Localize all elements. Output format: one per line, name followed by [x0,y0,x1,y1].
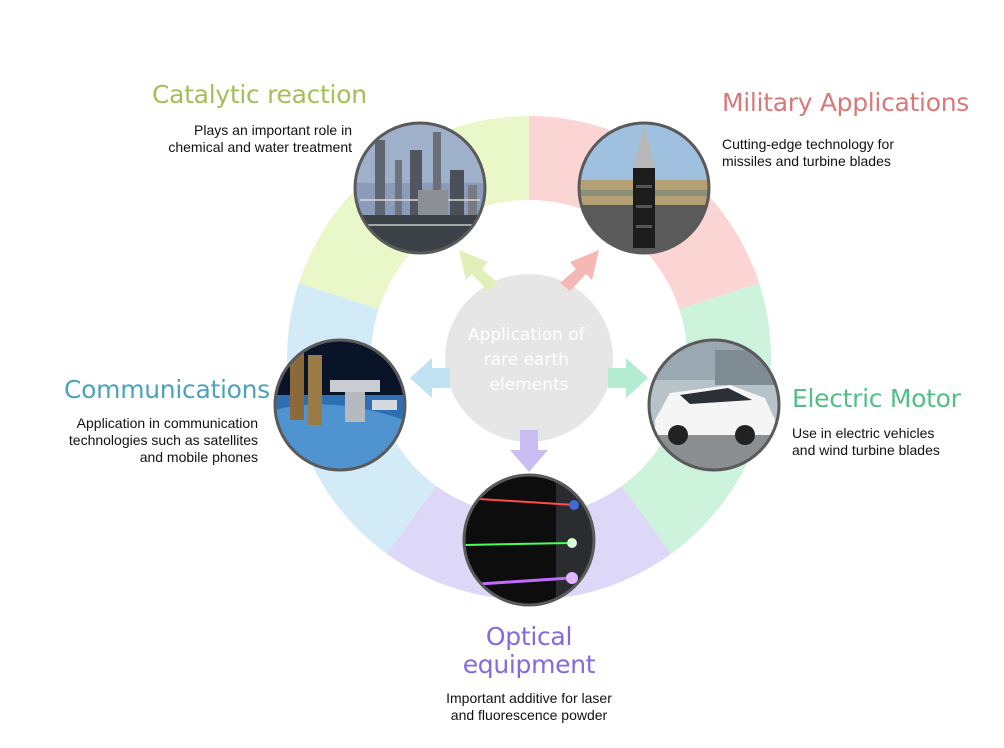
laser-photo [462,473,596,607]
optical-description: Important additive for laser and fluores… [409,690,649,724]
center-label: Application of rare earth elements [468,325,590,395]
communications-title: Communications [64,375,270,404]
communications-description-line-1: Application in communication [76,415,258,431]
arrow-right-icon [608,358,648,398]
refinery-photo [353,121,487,255]
optical-description-line-2: and fluorescence powder [450,707,608,723]
military-title: Military Applications [722,88,969,117]
center-label-line-3: elements [490,375,569,395]
communications-description-line-2: technologies such as satellites [68,432,258,448]
center-circle [445,274,613,442]
motor-description: Use in electric vehicles and wind turbin… [792,425,940,459]
military-description-line-2: missiles and turbine blades [722,153,891,169]
catalytic-description-line-1: Plays an important role in [194,122,352,138]
arrow-up-right-icon [560,250,599,291]
military-description: Cutting-edge technology for missiles and… [722,136,894,170]
missile-photo [577,121,711,255]
optical-title-line-2: equipment [462,650,596,679]
optical-title: Optical equipment [429,623,629,679]
military-description-line-1: Cutting-edge technology for [722,136,894,152]
motor-title: Electric Motor [792,384,961,413]
arrow-down-icon [510,430,548,472]
motor-description-line-1: Use in electric vehicles [792,425,935,441]
communications-description-line-3: and mobile phones [139,449,258,465]
arrow-left-icon [410,358,450,398]
center-label-line-2: rare earth [484,350,569,370]
center-label-line-1: Application of [468,325,586,345]
arrow-up-left-icon [459,250,498,291]
catalytic-title: Catalytic reaction [152,80,367,109]
catalytic-description-line-2: chemical and water treatment [168,139,352,155]
electric-car-photo [647,338,781,472]
space-station-photo [273,338,407,472]
catalytic-description: Plays an important role in chemical and … [130,122,352,156]
arrows [410,250,648,472]
communications-description: Application in communication technologie… [18,415,258,466]
motor-description-line-2: and wind turbine blades [792,442,940,458]
optical-title-line-1: Optical [485,622,573,651]
optical-description-line-1: Important additive for laser [446,690,612,706]
